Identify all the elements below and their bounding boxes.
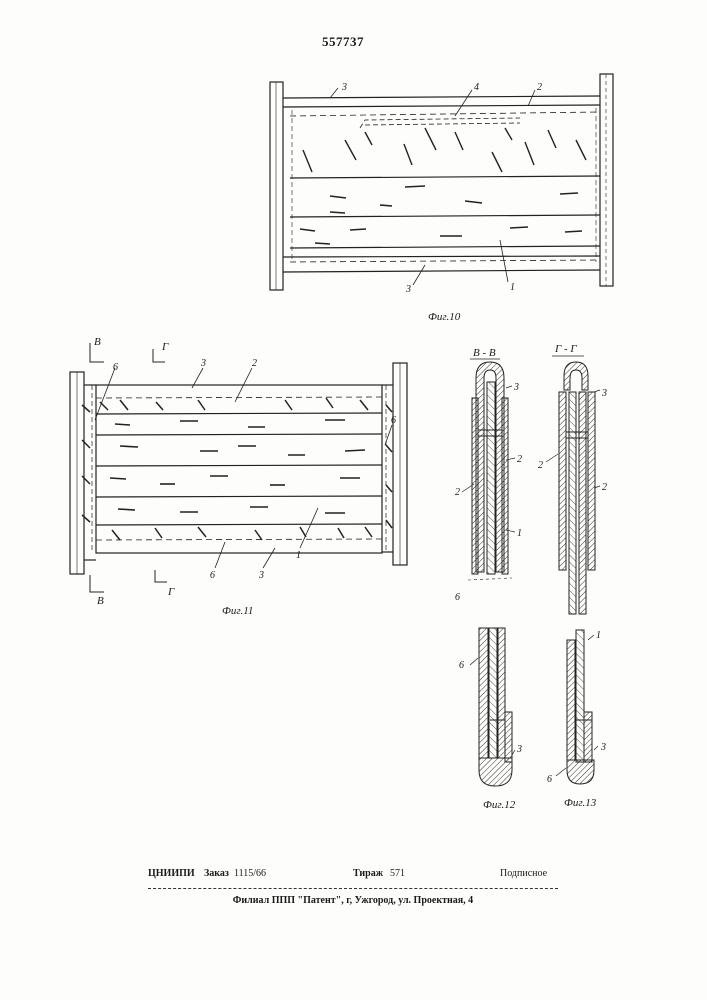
fig11-label-6-bottom: 6	[210, 570, 215, 581]
fig10-label-3-bottom: 3	[405, 284, 411, 295]
fig10-left-post	[270, 82, 283, 290]
footer-circulation-label: Тираж	[353, 868, 383, 879]
fig13-label-2-right: 2	[602, 482, 607, 493]
fig12-label-2-left: 2	[455, 487, 460, 498]
fig12-caption: Фиг.12	[483, 799, 516, 811]
footer-divider	[148, 888, 558, 889]
footer-subscription: Подписное	[500, 868, 547, 879]
fig12-label-1: 1	[517, 528, 522, 539]
fig11-label-1: 1	[296, 550, 301, 561]
fig10-label-4: 4	[474, 82, 479, 93]
fig11-label-2: 2	[252, 358, 257, 369]
fig10-label-2: 2	[537, 82, 542, 93]
fig10-caption: Фиг.10	[428, 311, 461, 323]
fig11-section-mark-g-bottom: Г	[167, 586, 175, 598]
footer-row-1: ЦНИИПИ Заказ 1115/66 Тираж 571 Подписное	[148, 868, 558, 882]
figure-10: 3 4 2 3 1 Фиг.10	[270, 74, 613, 323]
fig13-caption: Фиг.13	[564, 797, 597, 809]
fig13-label-3-bottom: 3	[600, 742, 606, 753]
footer-branch: Филиал ППП "Патент", г, Ужгород, ул. Про…	[148, 895, 558, 906]
figure-13: Г - Г 3	[538, 343, 607, 809]
publication-footer: ЦНИИПИ Заказ 1115/66 Тираж 571 Подписное…	[148, 868, 558, 906]
fig11-label-3-top: 3	[200, 358, 206, 369]
fig11-label-6-left: 6	[113, 362, 118, 373]
fig11-section-mark-v-top: В	[94, 336, 101, 348]
fig10-label-3-top: 3	[341, 82, 347, 93]
fig11-section-mark-g-top: Г	[161, 341, 169, 353]
fig11-section-mark-v-bottom: В	[97, 595, 104, 607]
fig11-label-3-bottom: 3	[258, 570, 264, 581]
fig11-caption: Фиг.11	[222, 605, 253, 617]
fig10-right-post	[600, 74, 613, 286]
drawing-sheet: 3 4 2 3 1 Фиг.10	[0, 0, 707, 860]
footer-org: ЦНИИПИ	[148, 868, 195, 879]
figure-12: В - В	[455, 347, 522, 811]
figure-11: В Г В Г 3 2 6 6 6 3 1 Фиг.11	[70, 336, 407, 617]
footer-circulation-value: 571	[390, 868, 405, 879]
fig12-label-2-right: 2	[517, 454, 522, 465]
fig10-label-1: 1	[510, 282, 515, 293]
footer-order-value: 1115/66	[234, 868, 266, 879]
footer-order-label: Заказ	[204, 868, 229, 879]
fig12-section-title: В - В	[473, 347, 496, 359]
fig12-label-3-top: 3	[513, 382, 519, 393]
fig11-label-6-right: 6	[391, 415, 396, 426]
fig12-label-6-lower: 6	[459, 660, 464, 671]
fig13-label-3-top: 3	[601, 388, 607, 399]
fig13-label-1: 1	[596, 630, 601, 641]
fig13-section-title: Г - Г	[554, 343, 577, 355]
fig12-label-6-mid: 6	[455, 592, 460, 603]
fig12-label-3-bottom: 3	[516, 744, 522, 755]
fig13-label-2-left: 2	[538, 460, 543, 471]
fig13-label-6: 6	[547, 774, 552, 785]
